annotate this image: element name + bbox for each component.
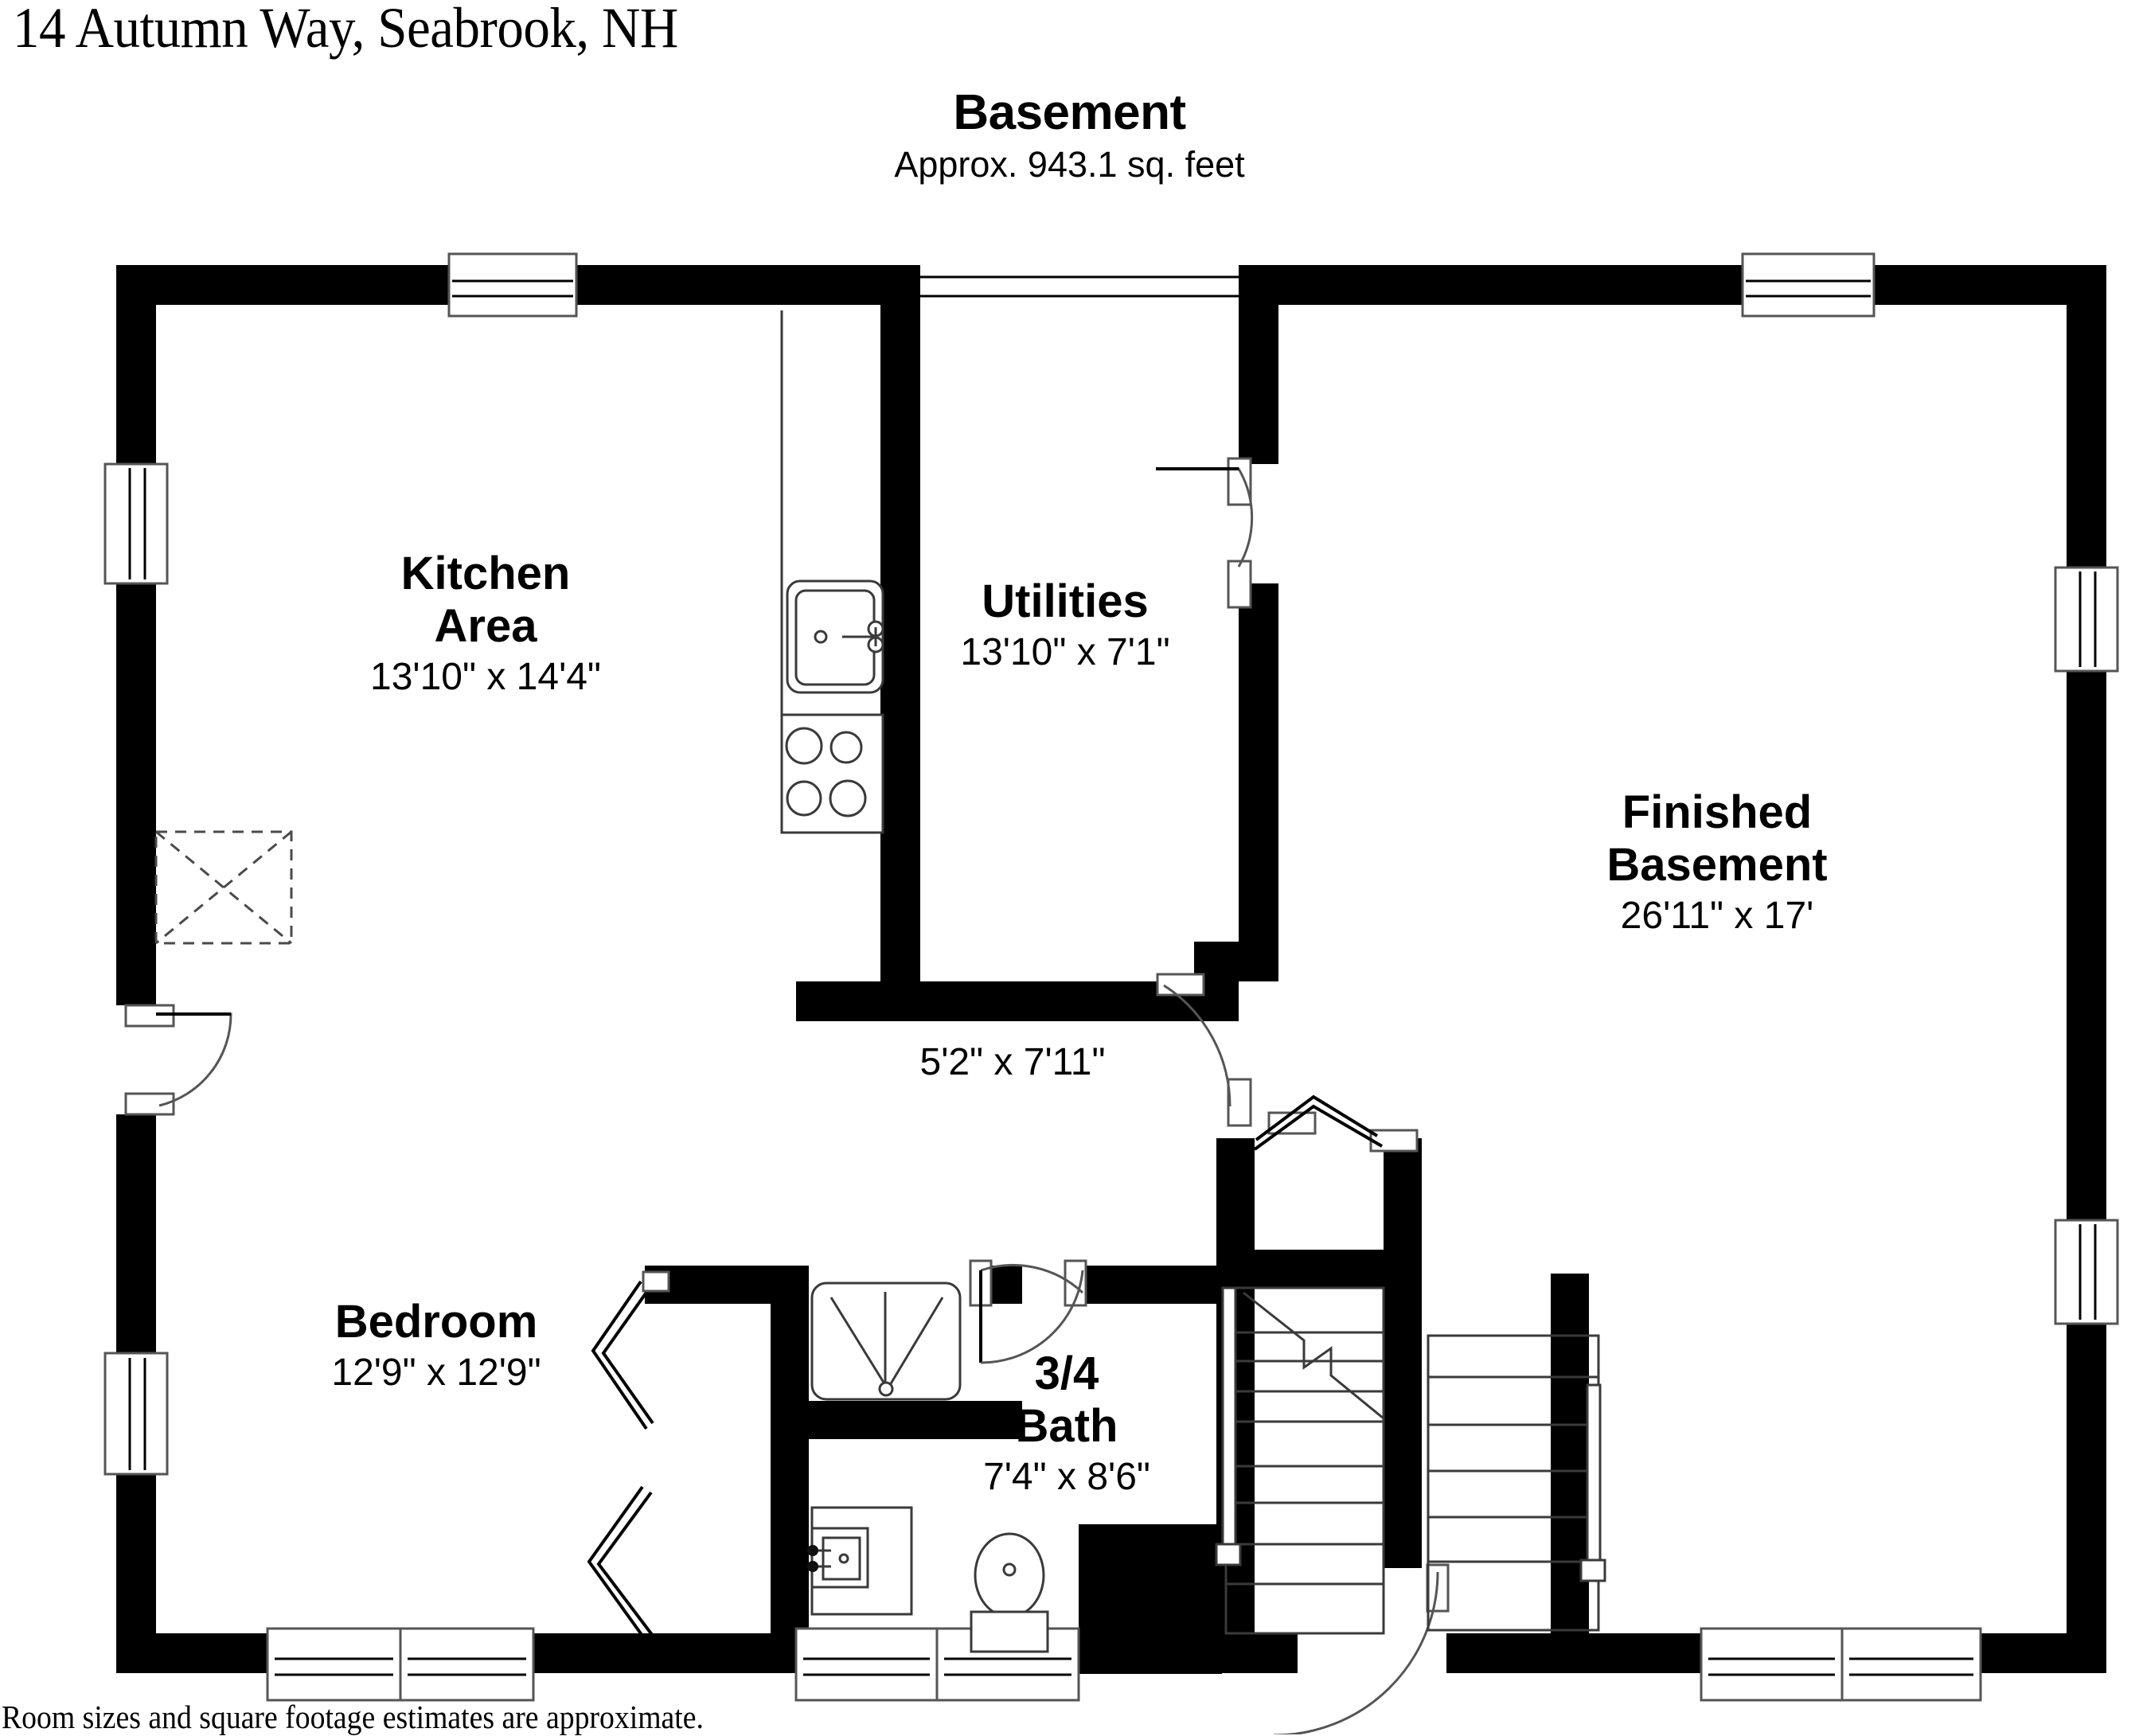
wall-right-lower — [2067, 1324, 2106, 1673]
wall-utilities-right-upper — [1239, 305, 1278, 464]
page-title: 14 Autumn Way, Seabrook, NH — [13, 0, 678, 60]
dashed-storage-box — [154, 830, 293, 945]
plan-level-name: Basement — [953, 85, 1186, 140]
shower-stall-icon — [810, 1282, 962, 1401]
wall-right-upper — [2067, 265, 2106, 568]
kitchen-sink-icon — [786, 579, 884, 694]
wall-bottom-2 — [533, 1633, 796, 1673]
door-hall-to-basement — [1156, 973, 1252, 1127]
window-bottom-6 — [1840, 1627, 1982, 1702]
room-name-line1: Finished — [1622, 786, 1812, 838]
room-label-three-quarter-bath: 3/4 Bath 7'4" x 8'6" — [983, 1348, 1150, 1498]
wall-stair-right — [1384, 1138, 1422, 1568]
door-exterior-left — [124, 1004, 232, 1116]
window-bottom-2 — [399, 1627, 535, 1702]
wall-closet-divider — [771, 1266, 809, 1369]
room-dimensions: 7'4" x 8'6" — [983, 1456, 1150, 1498]
room-label-utilities: Utilities 13'10" x 7'1" — [960, 575, 1169, 673]
bath-vanity-icon — [807, 1506, 913, 1616]
window-top-kitchen — [447, 252, 578, 318]
wall-bottom-1 — [116, 1633, 267, 1673]
closet-bifold-lower — [587, 1485, 654, 1643]
room-label-bedroom: Bedroom 12'9" x 12'9" — [331, 1296, 541, 1394]
room-name-line1: 3/4 — [1035, 1348, 1099, 1399]
window-right-lower — [2054, 1219, 2119, 1325]
wall-group — [116, 265, 2106, 1674]
window-left-lower — [103, 1352, 169, 1476]
wall-left-upper — [116, 265, 156, 464]
door-bath — [969, 1259, 1087, 1364]
window-bottom-1 — [266, 1627, 402, 1702]
window-left-upper — [103, 462, 169, 585]
wall-toilet-alcove — [1079, 1524, 1222, 1674]
room-label-kitchen-area: Kitchen Area 13'10" x 14'4" — [370, 548, 601, 698]
room-dimensions: 5'2" x 7'11" — [920, 1041, 1106, 1083]
wall-right-middle — [2067, 671, 2106, 1220]
room-dimensions: 26'11" x 17' — [1621, 895, 1814, 937]
wall-stair-top — [1255, 1250, 1406, 1288]
window-bottom-3 — [794, 1627, 939, 1702]
room-label-group: Kitchen Area 13'10" x 14'4" Utilities 13… — [331, 548, 1827, 1498]
room-label-hall-landing: 5'2" x 7'11" — [920, 1041, 1106, 1083]
room-name-line1: Kitchen — [401, 548, 571, 599]
room-name-line1: Utilities — [982, 575, 1149, 627]
room-dimensions: 13'10" x 14'4" — [370, 656, 601, 698]
room-label-finished-basement: Finished Basement 26'11" x 17' — [1606, 786, 1827, 937]
wall-left-lower-a — [116, 1114, 156, 1353]
wall-bath-right-run — [1083, 1266, 1223, 1304]
plan-area-text: Approx. 943.1 sq. feet — [894, 144, 1245, 185]
window-top-basement — [1741, 252, 1876, 318]
wall-utilities-jog — [1194, 942, 1278, 981]
window-bottom-5 — [1700, 1627, 1844, 1702]
wall-shower-bottom — [809, 1401, 1022, 1439]
wall-top-right — [1239, 265, 2106, 305]
room-name-line2: Area — [435, 600, 538, 652]
fixture-group — [154, 310, 1606, 1653]
door-utilities — [1156, 457, 1254, 609]
window-right-upper — [2054, 566, 2119, 673]
door-lower-right — [1274, 1563, 1450, 1734]
footer-disclaimer: Room sizes and square footage estimates … — [2, 1699, 704, 1735]
wall-utilities-right-lower — [1239, 583, 1278, 942]
room-dimensions: 13'10" x 7'1" — [960, 631, 1169, 673]
room-name-line1: Bedroom — [335, 1296, 538, 1348]
room-name-line2: Basement — [1606, 839, 1827, 891]
wall-stair-right-lower — [1551, 1274, 1589, 1673]
door-stair-top — [1253, 1094, 1419, 1153]
closet-bifold-upper — [591, 1270, 670, 1430]
wall-left-middle — [116, 583, 156, 1005]
plan-heading: Basement Approx. 943.1 sq. feet — [0, 84, 2139, 185]
door-group — [124, 457, 1450, 1734]
wall-kitchen-utilities — [880, 305, 920, 981]
toilet-icon — [970, 1532, 1049, 1653]
room-name-line2: Bath — [1016, 1400, 1118, 1452]
room-dimensions: 12'9" x 12'9" — [331, 1352, 541, 1394]
kitchen-range-icon — [780, 713, 884, 834]
window-group — [103, 252, 2119, 1702]
staircase-icon — [1215, 1286, 1606, 1635]
